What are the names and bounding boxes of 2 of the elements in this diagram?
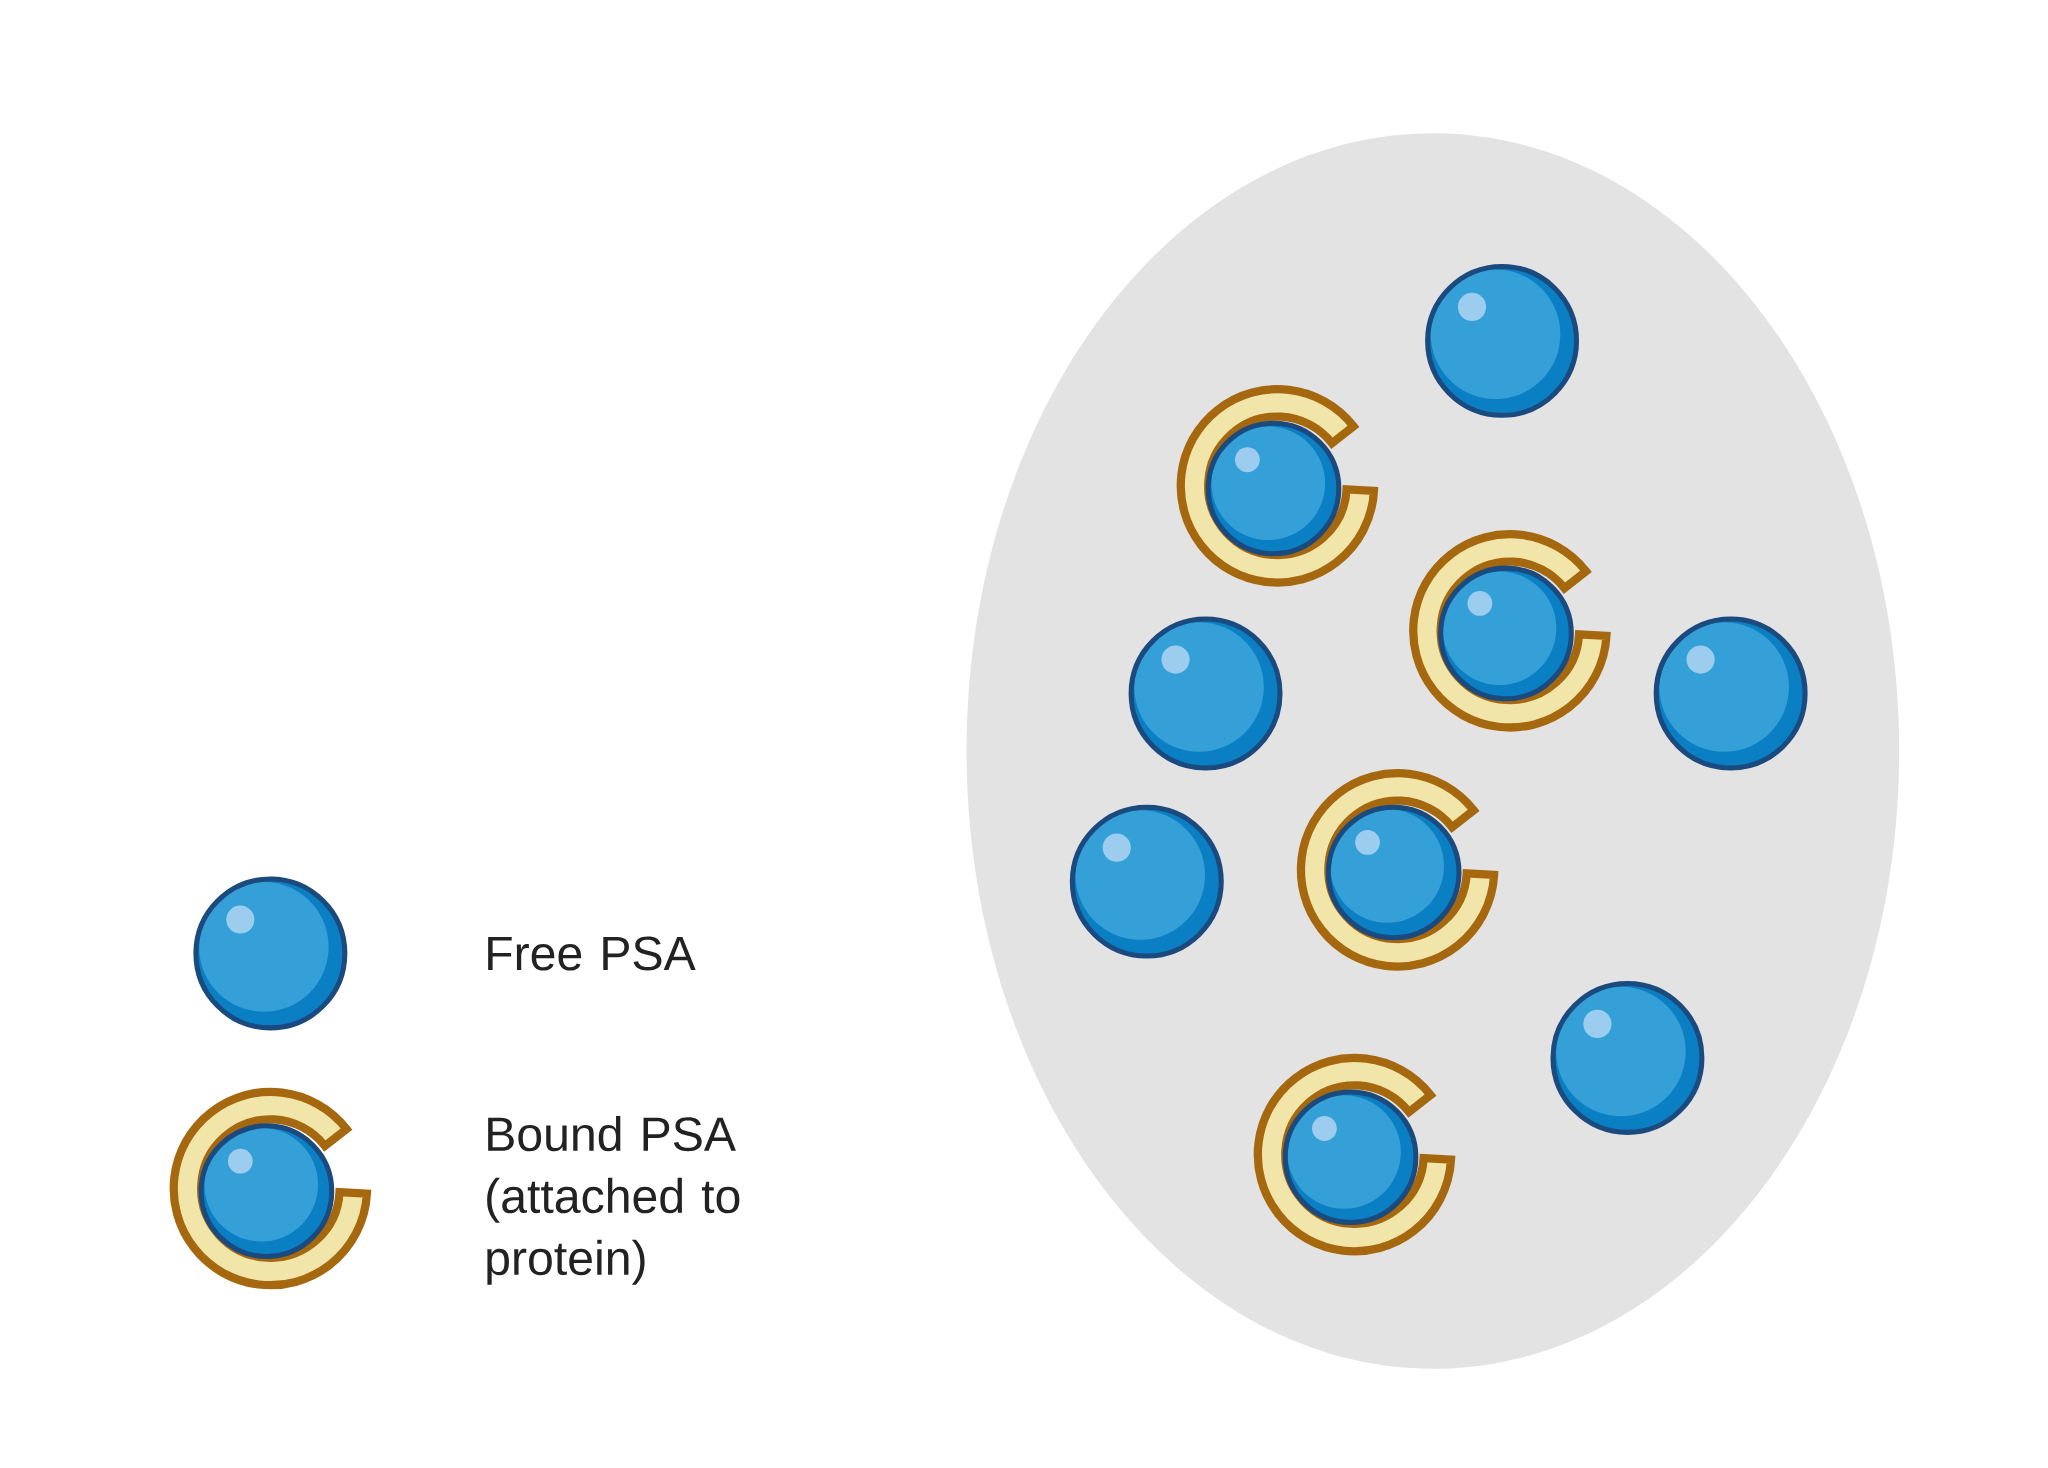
legend-label: Free PSA xyxy=(488,936,696,971)
legend-label: Bound PSA (attached to protein) xyxy=(487,1115,740,1285)
